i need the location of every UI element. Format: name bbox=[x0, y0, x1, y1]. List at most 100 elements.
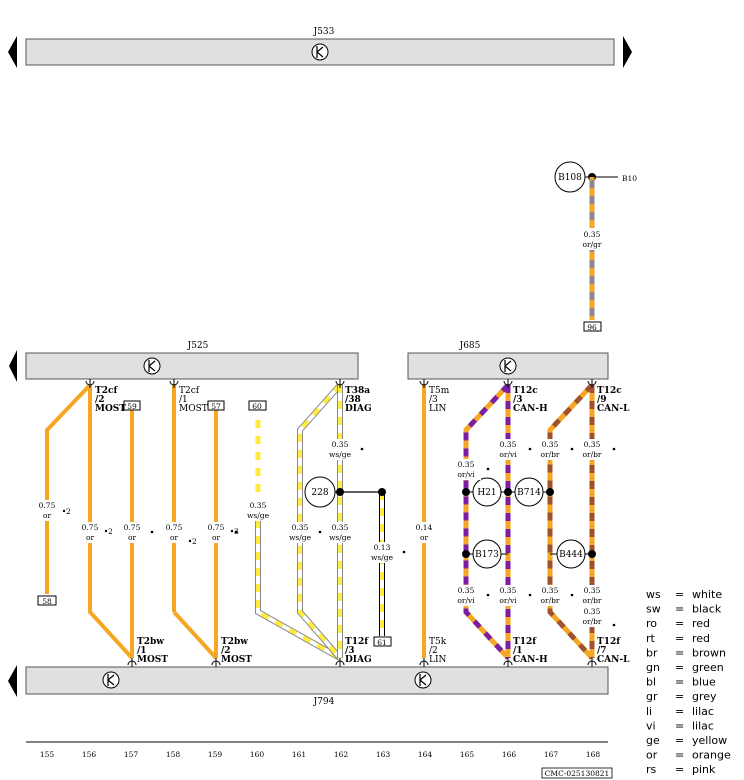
svg-text:or: or bbox=[86, 533, 95, 542]
pin-box bbox=[248, 400, 267, 411]
ground-symbol-icon bbox=[499, 357, 517, 375]
svg-text:2: 2 bbox=[108, 527, 113, 536]
svg-text:or: or bbox=[646, 749, 658, 762]
svg-text:0.35: 0.35 bbox=[584, 607, 601, 616]
track-number: 166 bbox=[502, 750, 517, 759]
junction-circle bbox=[472, 477, 502, 507]
ground-symbol-icon bbox=[143, 357, 161, 375]
svg-text:0.75: 0.75 bbox=[39, 501, 56, 510]
legend-row: ws=white bbox=[646, 588, 722, 601]
junction-dot bbox=[336, 488, 344, 496]
svg-text:or: or bbox=[212, 533, 221, 542]
svg-text:ws/ge: ws/ge bbox=[329, 450, 352, 459]
svg-text:lilac: lilac bbox=[692, 719, 714, 732]
junction-circle bbox=[472, 539, 502, 569]
junction-circle bbox=[304, 476, 336, 508]
svg-text:or/br: or/br bbox=[582, 596, 601, 605]
svg-text:0.35: 0.35 bbox=[584, 440, 601, 449]
svg-text:T12f: T12f bbox=[345, 637, 369, 647]
svg-text:T5m: T5m bbox=[429, 386, 450, 396]
connector-label-bottom: T12f /7 CAN-L bbox=[597, 637, 630, 665]
pin-box bbox=[123, 400, 141, 411]
svg-text:T2cf: T2cf bbox=[95, 386, 118, 396]
marker-dot bbox=[528, 593, 532, 597]
component-label-j685: J685 bbox=[459, 341, 481, 351]
svg-text:or/vi: or/vi bbox=[457, 596, 475, 605]
svg-text:ws/ge: ws/ge bbox=[289, 533, 312, 542]
connector-terminal-icon bbox=[335, 379, 345, 388]
svg-text:ws/ge: ws/ge bbox=[371, 553, 394, 562]
svg-text:=: = bbox=[675, 719, 684, 732]
svg-text:0.35: 0.35 bbox=[250, 501, 267, 510]
connector-terminal-icon bbox=[335, 658, 345, 667]
connector-label-top: T12c /3 CAN-H bbox=[513, 386, 548, 414]
marker-dot bbox=[486, 467, 490, 471]
svg-text:white: white bbox=[692, 588, 722, 601]
marker-dot bbox=[612, 623, 616, 627]
svg-text:DIAG: DIAG bbox=[345, 655, 372, 665]
pin-number: 61 bbox=[377, 638, 387, 647]
marker-dot bbox=[234, 530, 238, 534]
svg-text:CAN-H: CAN-H bbox=[513, 404, 548, 414]
svg-text:MOST: MOST bbox=[137, 655, 168, 665]
track-number: 168 bbox=[586, 750, 601, 759]
connector-label-bottom: T5k /2 LIN bbox=[429, 637, 447, 665]
junction-label: B444 bbox=[559, 550, 583, 560]
svg-text:MOST: MOST bbox=[221, 655, 252, 665]
junction-dot bbox=[378, 488, 386, 496]
svg-text:LIN: LIN bbox=[429, 655, 447, 665]
svg-text:0.35: 0.35 bbox=[292, 523, 309, 532]
svg-text:0.75: 0.75 bbox=[124, 523, 141, 532]
svg-text:CAN-L: CAN-L bbox=[597, 655, 630, 665]
connector-terminal-icon bbox=[419, 658, 429, 667]
ground-symbol-icon bbox=[102, 671, 120, 689]
svg-text:MOST: MOST bbox=[179, 404, 208, 414]
svg-text:=: = bbox=[675, 705, 684, 718]
svg-text:/2: /2 bbox=[221, 646, 231, 656]
ground-symbol-icon bbox=[414, 671, 432, 689]
arrow-right-icon bbox=[623, 36, 632, 68]
terminal-connectors bbox=[85, 379, 597, 667]
reference-marker: 3 bbox=[230, 527, 239, 536]
legend-row: rs=pink bbox=[646, 763, 716, 776]
svg-text:or: or bbox=[128, 533, 137, 542]
junction-dot bbox=[546, 488, 554, 496]
svg-text:2: 2 bbox=[192, 537, 197, 546]
legend-row: gr=grey bbox=[646, 690, 717, 703]
svg-text:pink: pink bbox=[692, 763, 716, 776]
svg-text:red: red bbox=[692, 632, 710, 645]
junction-dot bbox=[462, 550, 470, 558]
svg-text:0.35: 0.35 bbox=[332, 523, 349, 532]
svg-text:=: = bbox=[675, 588, 684, 601]
wire-most bbox=[45, 383, 92, 594]
connector-terminal-icon bbox=[419, 379, 429, 388]
legend-row: rt=red bbox=[646, 632, 710, 645]
control-unit-bar-j794 bbox=[25, 666, 609, 695]
track-number: 157 bbox=[124, 750, 139, 759]
track-number: 160 bbox=[250, 750, 265, 759]
connector-terminal-icon bbox=[127, 658, 137, 667]
wire-ws-ge bbox=[297, 383, 343, 660]
connector-label-top: T5m /3 LIN bbox=[429, 386, 450, 414]
svg-text:grey: grey bbox=[692, 690, 717, 703]
component-label-j525: J525 bbox=[187, 341, 209, 351]
legend-row: bl=blue bbox=[646, 676, 716, 689]
arrow-left-icon bbox=[8, 665, 17, 697]
footer-code: CMC-025130821 bbox=[545, 769, 610, 778]
svg-text:li: li bbox=[646, 705, 652, 718]
wire-most bbox=[172, 610, 218, 660]
svg-text:sw: sw bbox=[646, 603, 661, 616]
svg-text:=: = bbox=[675, 734, 684, 747]
svg-text:/1: /1 bbox=[179, 395, 188, 405]
pin-box bbox=[37, 595, 57, 606]
svg-text:ge: ge bbox=[646, 734, 660, 747]
legend-row: ge=yellow bbox=[646, 734, 727, 747]
connector-label-bottom: T12f /3 DIAG bbox=[345, 637, 372, 665]
legend-row: br=brown bbox=[646, 646, 726, 659]
junction-circle bbox=[514, 477, 544, 507]
